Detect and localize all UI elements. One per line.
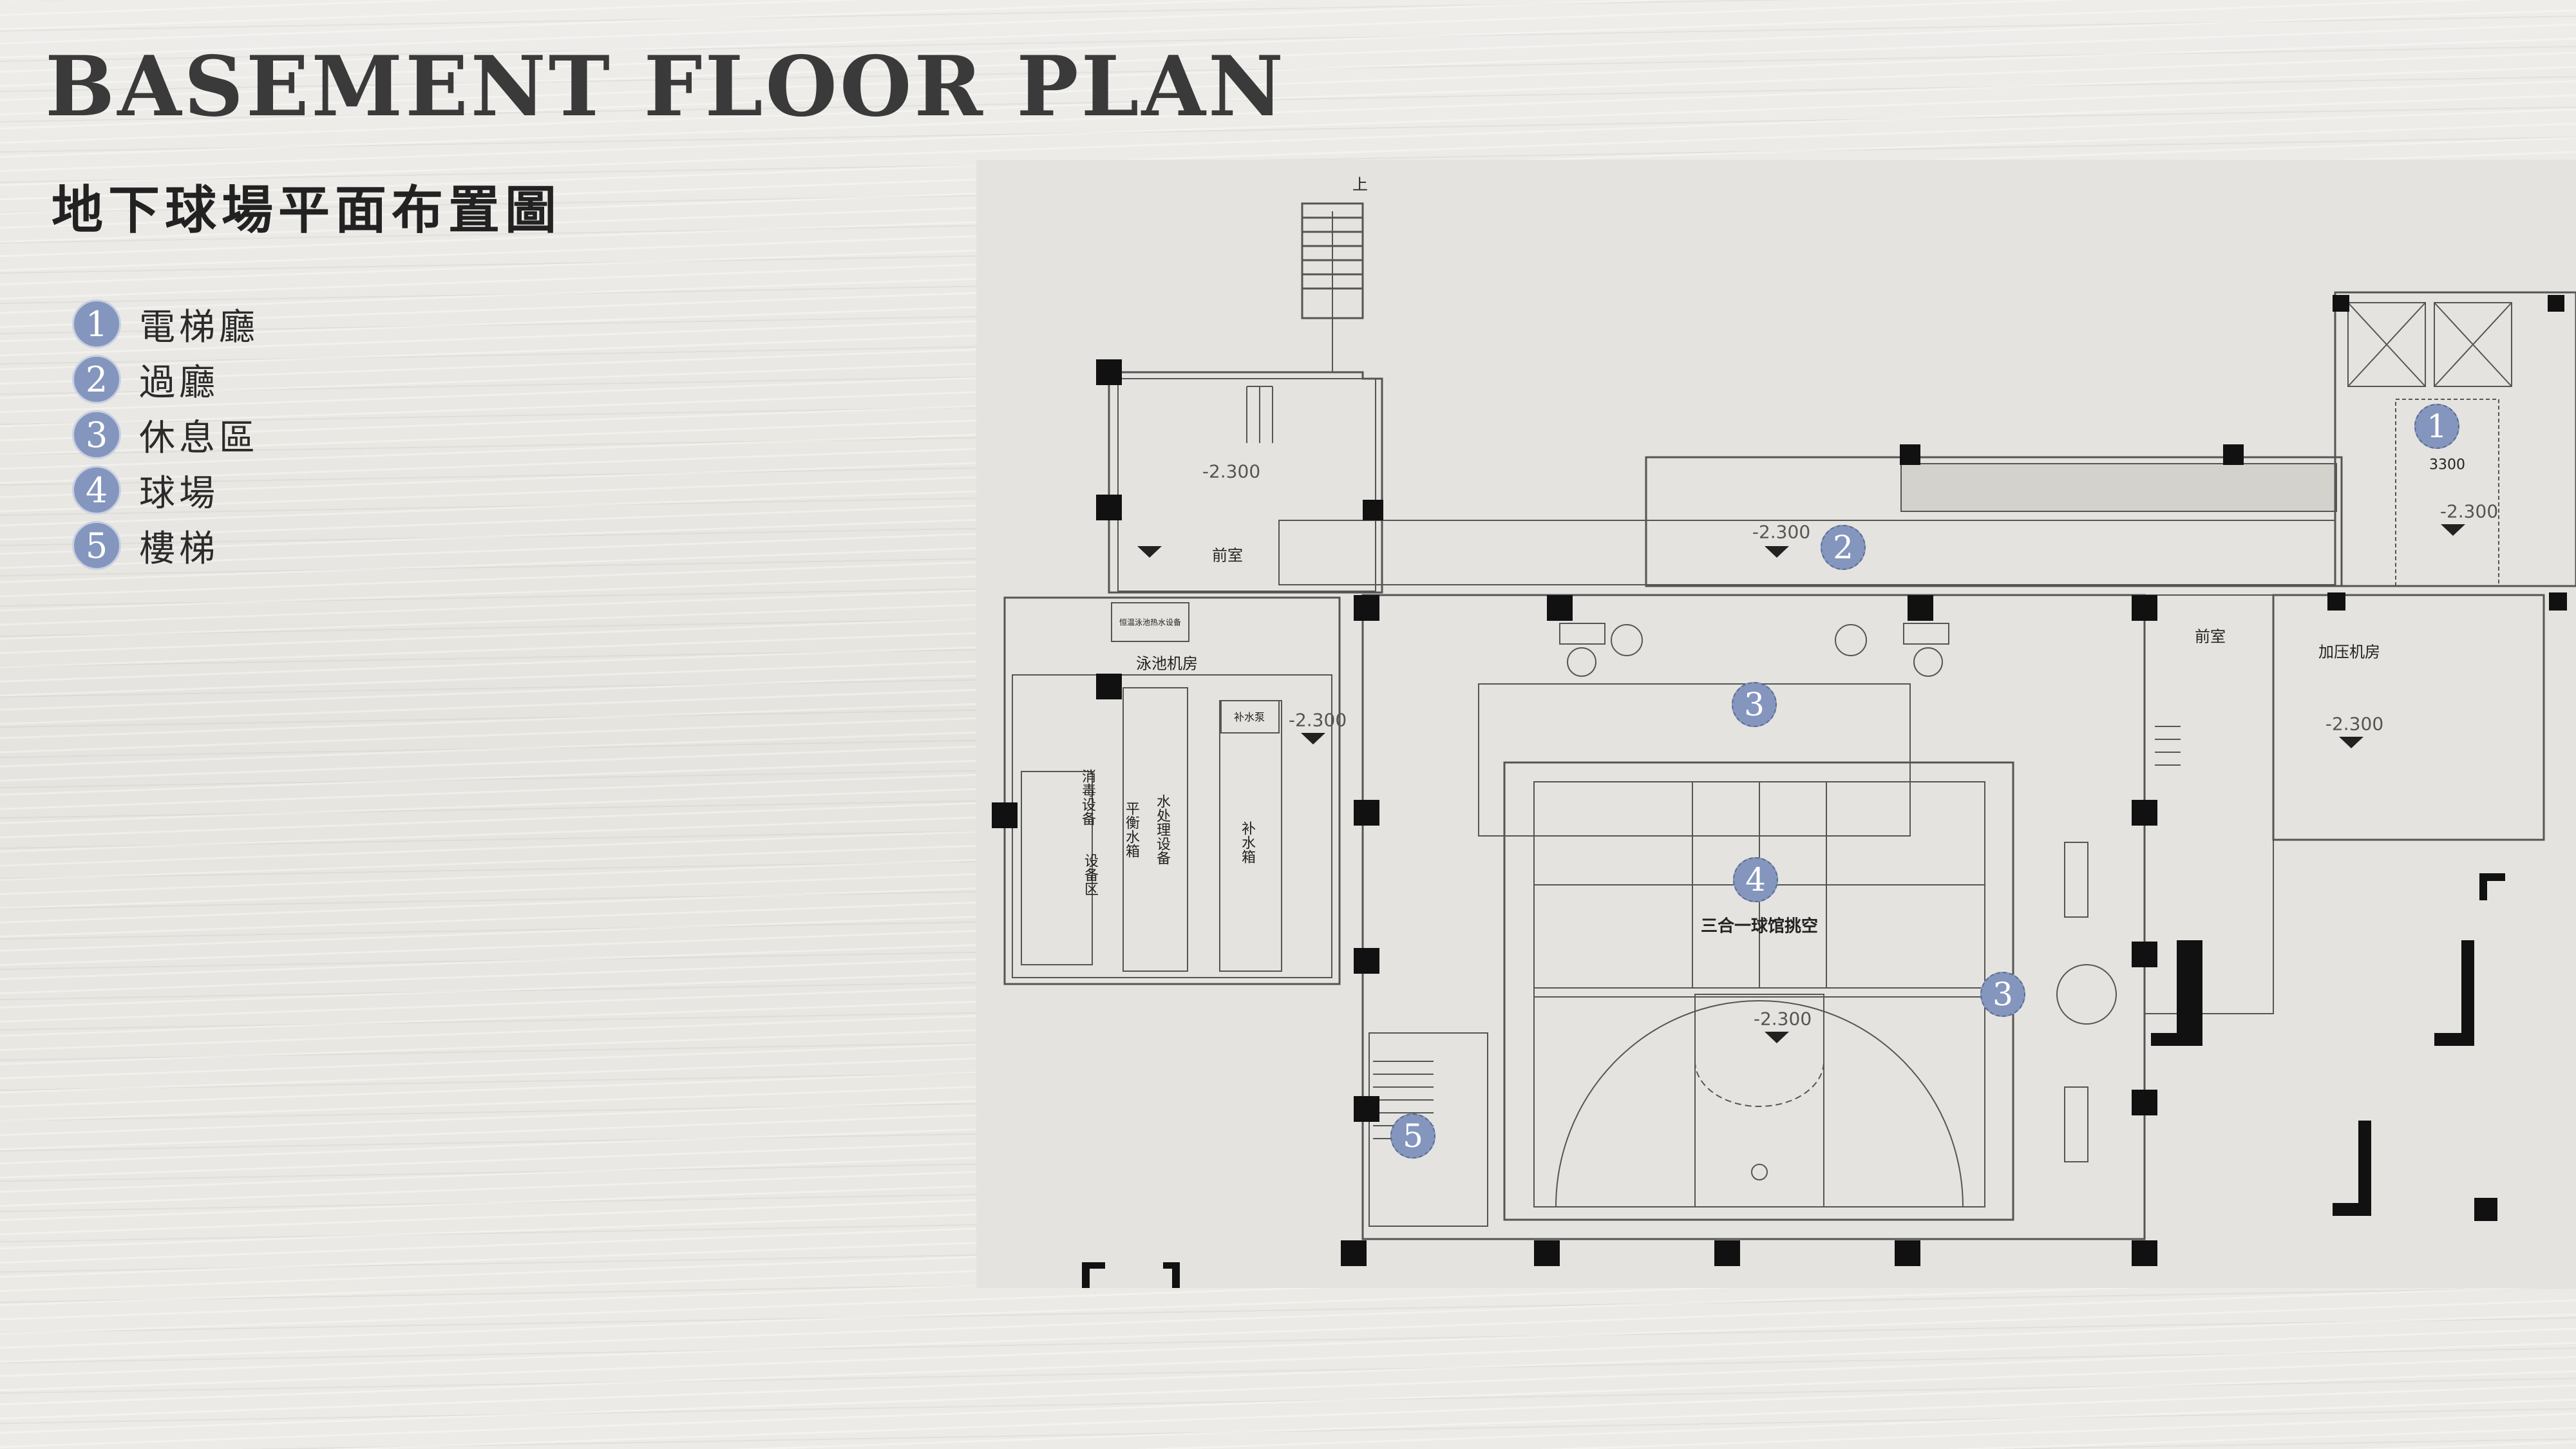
legend-label: 休息區 — [139, 417, 259, 459]
elevator-car-1 — [2347, 302, 2426, 387]
legend-item: 1 電梯廳 — [72, 296, 259, 352]
planter — [2056, 964, 2117, 1025]
elevation-arrows — [1137, 524, 2465, 1043]
legend-number-badge: 2 — [72, 355, 121, 404]
legend-item: 2 過廳 — [72, 352, 259, 407]
pool-room-wall — [1003, 596, 1341, 985]
elevation-label: -2.300 — [1202, 460, 1261, 482]
equipment-label: 消毒设备 — [1079, 769, 1095, 826]
lounge-zone-top — [1478, 683, 1911, 837]
floor-plan: 上 前室 泳池机房 恒温泳池热水设备 三合一球馆挑空 前室 加压机房 3300 … — [976, 160, 2576, 1288]
elevation-label: -2.300 — [1753, 1008, 1812, 1030]
hatched-strip — [1900, 463, 2337, 512]
anteroom-label: 前室 — [2195, 627, 2226, 646]
marker-lounge: 3 — [1980, 972, 2025, 1017]
stair-5-wall — [1368, 1032, 1488, 1227]
elevation-label: -2.300 — [2439, 500, 2499, 522]
equipment-label: 补水泵 — [1233, 711, 1265, 723]
elevation-label: -2.300 — [1752, 521, 1811, 543]
legend-number-badge: 1 — [72, 299, 121, 348]
walls — [1003, 202, 2576, 1240]
elevation-label: -2.300 — [1288, 709, 1347, 731]
elevator-hall-wall — [2334, 291, 2576, 587]
equipment-label: 设备区 — [1082, 853, 1098, 896]
three-point-arc — [1555, 1000, 1964, 1208]
pool-equipment-label: 恒温泳池热水设备 — [1119, 618, 1182, 627]
elevation-label: -2.300 — [2325, 713, 2384, 735]
up-arrow-label: 上 — [1352, 175, 1368, 194]
plan-background — [976, 160, 2576, 1288]
upper-left-room-inner — [1117, 378, 1376, 592]
marker-vestibule: 2 — [1821, 525, 1866, 570]
court-key — [1694, 994, 1824, 1208]
equipment-label: 水处理设备 — [1154, 794, 1170, 865]
pressure-room-label: 加压机房 — [2318, 643, 2380, 661]
legend-item: 4 球場 — [72, 462, 259, 518]
equipment-label: 补水箱 — [1239, 821, 1255, 864]
court-label: 三合一球馆挑空 — [1700, 916, 1819, 936]
legend-item: 5 樓梯 — [72, 518, 259, 573]
legend-number-badge: 3 — [72, 410, 121, 459]
legend-label: 過廳 — [139, 361, 219, 404]
marker-stairs: 5 — [1390, 1113, 1435, 1159]
corridor-upper — [1645, 456, 2343, 587]
elevator-car-2 — [2434, 302, 2512, 387]
page-subtitle: 地下球場平面布置圖 — [52, 180, 562, 240]
marker-lounge: 3 — [1732, 682, 1777, 727]
legend: 1 電梯廳 2 過廳 3 休息區 4 球場 5 樓梯 — [72, 296, 259, 573]
equipment-label: 平衡水箱 — [1123, 801, 1139, 858]
legend-number-badge: 5 — [72, 521, 121, 570]
hoop — [1751, 1164, 1768, 1180]
pool-equipment-box — [1111, 602, 1189, 642]
legend-label: 球場 — [139, 472, 219, 515]
marker-court: 4 — [1733, 857, 1778, 902]
anteroom-label: 前室 — [1212, 546, 1243, 565]
floor-plan-drawing — [976, 160, 2576, 1288]
legend-number-badge: 4 — [72, 466, 121, 515]
columns — [992, 295, 2567, 1288]
page-title: BASEMENT FLOOR PLAN — [45, 39, 1286, 135]
legend-item: 3 休息區 — [72, 407, 259, 462]
pool-room-label: 泳池机房 — [1136, 654, 1198, 673]
pressure-room-wall — [2272, 594, 2545, 841]
elevator-dimension-label: 3300 — [2429, 457, 2465, 473]
legend-label: 樓梯 — [139, 527, 219, 570]
upper-left-room-wall — [1108, 371, 1383, 594]
legend-label: 電梯廳 — [139, 306, 259, 348]
marker-elevator-hall: 1 — [2414, 404, 2459, 449]
